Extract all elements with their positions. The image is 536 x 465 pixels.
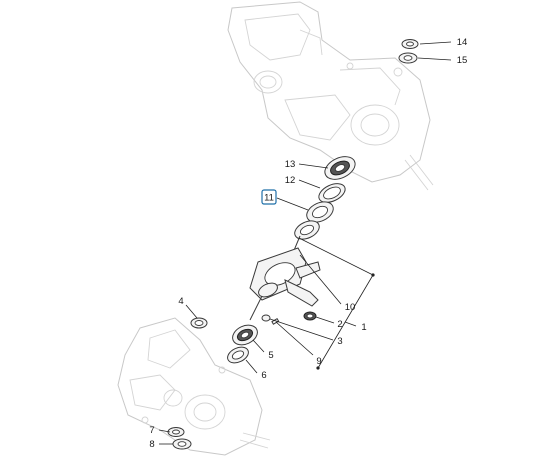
callout-14: 14	[457, 37, 468, 48]
ring-6	[227, 346, 249, 364]
washer-14	[401, 39, 419, 49]
callout-7: 7	[149, 425, 154, 436]
callout-11-highlight-box	[261, 189, 277, 205]
seal-15	[398, 52, 418, 64]
ring-12	[318, 183, 346, 203]
seal-8	[172, 438, 192, 450]
callout-13: 13	[285, 159, 296, 170]
callout-11: 11	[264, 193, 274, 204]
bearing-5	[232, 324, 258, 346]
needle-bearing-2	[303, 311, 317, 321]
shim-10	[294, 220, 320, 240]
callout-5: 5	[268, 350, 273, 361]
pin-3	[261, 314, 271, 322]
crankshaft-assembly	[249, 235, 321, 321]
bearing-13	[324, 156, 356, 180]
callout-6: 6	[261, 370, 266, 381]
callout-labels: 14 15 13 12 11 1 10 2 3 9 4 5 6 7 8	[149, 37, 467, 450]
upper-crankcase-half	[227, 1, 434, 191]
callout-15: 15	[457, 55, 468, 66]
lower-crankcase-half	[117, 317, 271, 456]
callout-8: 8	[149, 439, 154, 450]
leader-lines	[158, 41, 452, 445]
callout-9: 9	[316, 356, 321, 367]
callout-4: 4	[178, 296, 183, 307]
callout-2: 2	[337, 319, 342, 330]
callout-12: 12	[285, 175, 296, 186]
seal-4	[190, 317, 208, 329]
callout-1: 1	[361, 322, 366, 333]
callout-10: 10	[345, 302, 356, 313]
oil-seal-11	[306, 201, 334, 223]
callout-3: 3	[337, 336, 342, 347]
washer-7	[167, 427, 185, 437]
